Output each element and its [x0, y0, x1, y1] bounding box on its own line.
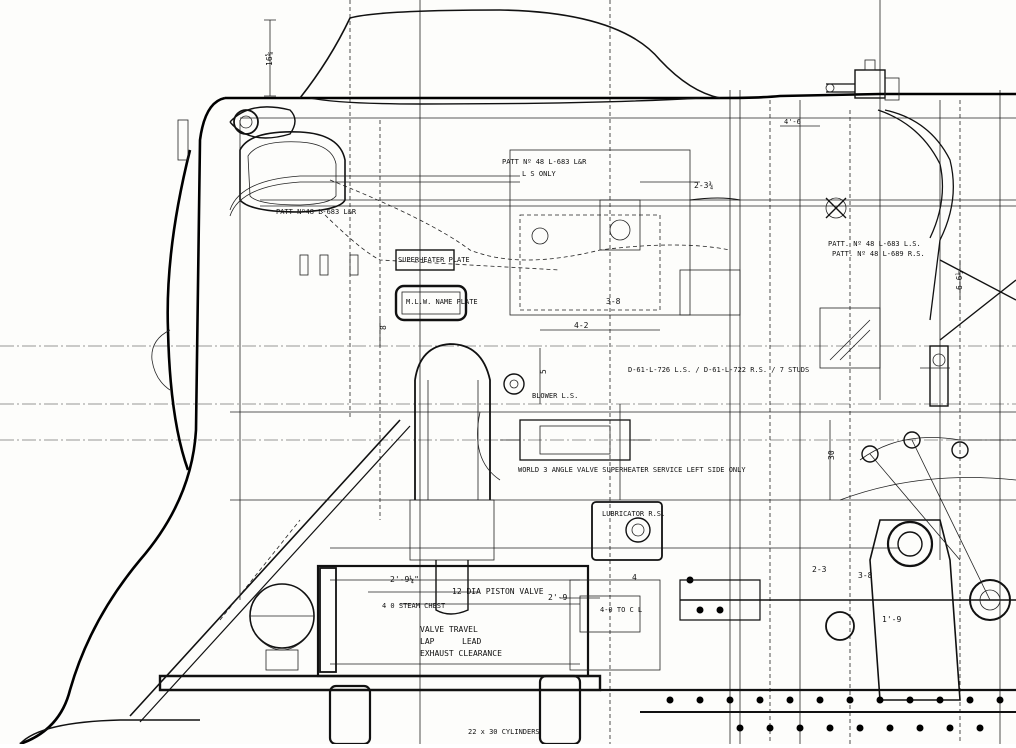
label-ls-only: L S ONLY	[522, 170, 557, 178]
label-superheater-plate: SUPERHEATER PLATE	[398, 256, 470, 264]
running-gear	[600, 197, 1016, 732]
label-piston-valve: 12 DIA PISTON VALVE	[452, 587, 544, 596]
label-lubricator: LUBRICATOR R.S.	[602, 510, 665, 518]
dim-8: 8	[379, 325, 388, 330]
label-lap: LAP	[420, 637, 435, 646]
label-steam-chest: 4 0 STEAM CHEST	[382, 602, 446, 610]
cylinder-block	[19, 501, 663, 746]
label-patt-683-lr: PATT Nº 48 L-683 L&R	[502, 158, 587, 166]
dim-30: 30	[827, 450, 836, 460]
label-name-plate: M.L.W. NAME PLATE	[406, 298, 478, 306]
label-lubricator-dim: 4-0 TO C L	[600, 606, 642, 614]
dim-2-9: 2'-9	[548, 593, 567, 602]
dim-3-8b: 3-8	[858, 571, 873, 580]
label-lead: LEAD	[462, 637, 481, 646]
steam-pipe	[409, 343, 650, 615]
dim-4-2: 4-2	[574, 321, 589, 330]
diagonal-brace	[129, 419, 411, 723]
label-cylinders: 22 x 30 CYLINDERS	[468, 728, 540, 736]
dim-2-9q: 2'-9¼"	[390, 575, 419, 584]
dim-2-3q: 2-3¾	[694, 181, 713, 190]
dim-5: 5	[539, 369, 548, 374]
dim-4-6: 4'-6	[784, 118, 801, 126]
label-valve-travel: VALVE TRAVEL	[420, 625, 478, 634]
dim-16: 16⅝	[265, 51, 274, 66]
dim-6-6: 6-6½	[954, 271, 964, 290]
label-blower: BLOWER L.S.	[532, 392, 578, 400]
label-patt-689-rs: PATT. Nº 48 L-689 R.S.	[832, 250, 925, 258]
middle-details	[299, 149, 881, 369]
annotations: PATT Nº 48 L-683 L&R L S ONLY PATT Nº48 …	[265, 51, 964, 736]
smokebox-profile	[19, 9, 1016, 746]
upper-details	[229, 59, 954, 321]
dim-4: 4	[632, 573, 637, 582]
label-world-valve: WORLD 3 ANGLE VALVE SUPERHEATER SERVICE …	[518, 466, 746, 474]
dim-2-3: 2-3	[812, 565, 827, 574]
dimension-lines	[264, 19, 961, 605]
label-exhaust-clearance: EXHAUST CLEARANCE	[420, 649, 502, 658]
dim-3-8: 3-8	[606, 297, 621, 306]
dim-1-9: 1'-9	[882, 615, 901, 624]
label-patt-683-ls: PATT. Nº 48 L-683 L.S.	[828, 240, 921, 248]
label-patt-683-lr-2: PATT Nº48 L-683 L&R	[276, 208, 357, 216]
label-studs: D-61-L-726 L.S. / D-61-L-722 R.S. / 7 ST…	[628, 366, 809, 374]
